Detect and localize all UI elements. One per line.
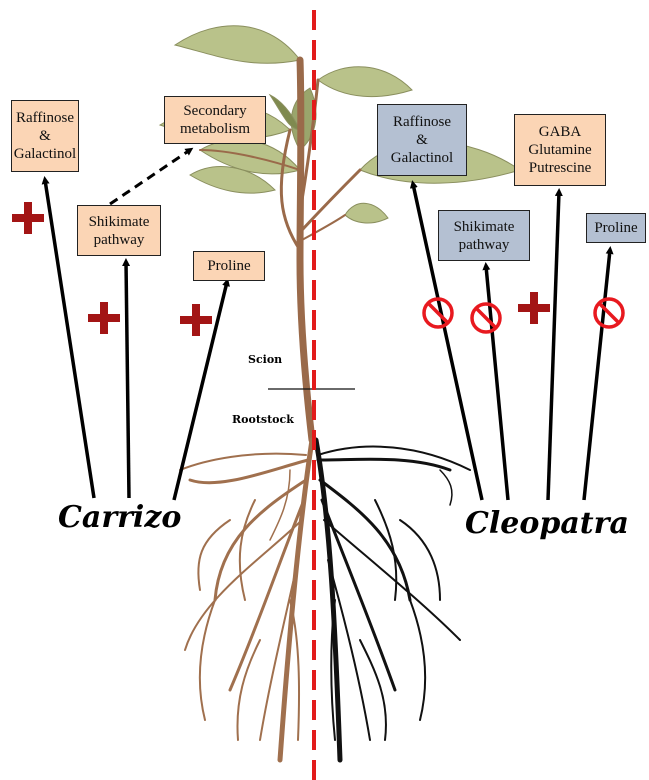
box-line: GABA — [539, 123, 582, 141]
plus-sign-icon — [518, 292, 550, 324]
arrow-cleopatra-gaba — [548, 192, 559, 500]
cleopatra-label: Cleopatra — [465, 506, 629, 541]
leaf-upper-right — [318, 67, 412, 97]
box-line: Proline — [594, 219, 637, 237]
carrizo-roots — [180, 440, 312, 760]
cleopatra-roots — [316, 440, 470, 760]
rootstock-label: Rootstock — [232, 413, 294, 426]
box-line: Glutamine — [528, 141, 591, 159]
leaf-top — [175, 26, 300, 64]
carrizo-raffinose-box: Raffinose & Galactinol — [11, 100, 79, 172]
box-line: Shikimate — [454, 218, 515, 236]
prohibition-icon — [595, 299, 623, 327]
box-line: Raffinose — [393, 113, 451, 131]
box-line: pathway — [94, 231, 145, 249]
prohibition-signs — [424, 299, 623, 332]
arrow-shikimate-secondary — [110, 150, 190, 204]
arrow-cleopatra-shikimate — [486, 266, 508, 500]
arrow-carrizo-proline — [174, 282, 227, 500]
box-line: Galactinol — [391, 149, 453, 167]
prohibition-icon — [472, 304, 500, 332]
box-line: pathway — [459, 236, 510, 254]
carrizo-proline-box: Proline — [193, 251, 265, 281]
carrizo-secondary-metabolism-box: Secondary metabolism — [164, 96, 266, 144]
plus-sign-icon — [88, 302, 120, 334]
box-line: Shikimate — [89, 213, 150, 231]
leaf-right-small — [345, 203, 388, 223]
box-line: Secondary — [183, 102, 246, 120]
box-line: & — [39, 127, 51, 145]
plus-sign-icon — [180, 304, 212, 336]
plus-sign-icon — [12, 202, 44, 234]
carrizo-label: Carrizo — [58, 500, 181, 535]
arrow-cleopatra-proline — [584, 250, 610, 500]
box-line: Galactinol — [14, 145, 76, 163]
box-line: Putrescine — [529, 159, 591, 177]
cleopatra-shikimate-box: Shikimate pathway — [438, 210, 530, 261]
box-line: & — [416, 131, 428, 149]
scion-label: Scion — [248, 353, 282, 366]
box-line: Raffinose — [16, 109, 74, 127]
box-line: Proline — [207, 257, 250, 275]
carrizo-shikimate-box: Shikimate pathway — [77, 205, 161, 256]
cleopatra-gaba-box: GABA Glutamine Putrescine — [514, 114, 606, 186]
box-line: metabolism — [180, 120, 250, 138]
cleopatra-raffinose-box: Raffinose & Galactinol — [377, 104, 467, 176]
cleopatra-proline-box: Proline — [586, 213, 646, 243]
arrow-carrizo-shikimate — [126, 262, 129, 498]
